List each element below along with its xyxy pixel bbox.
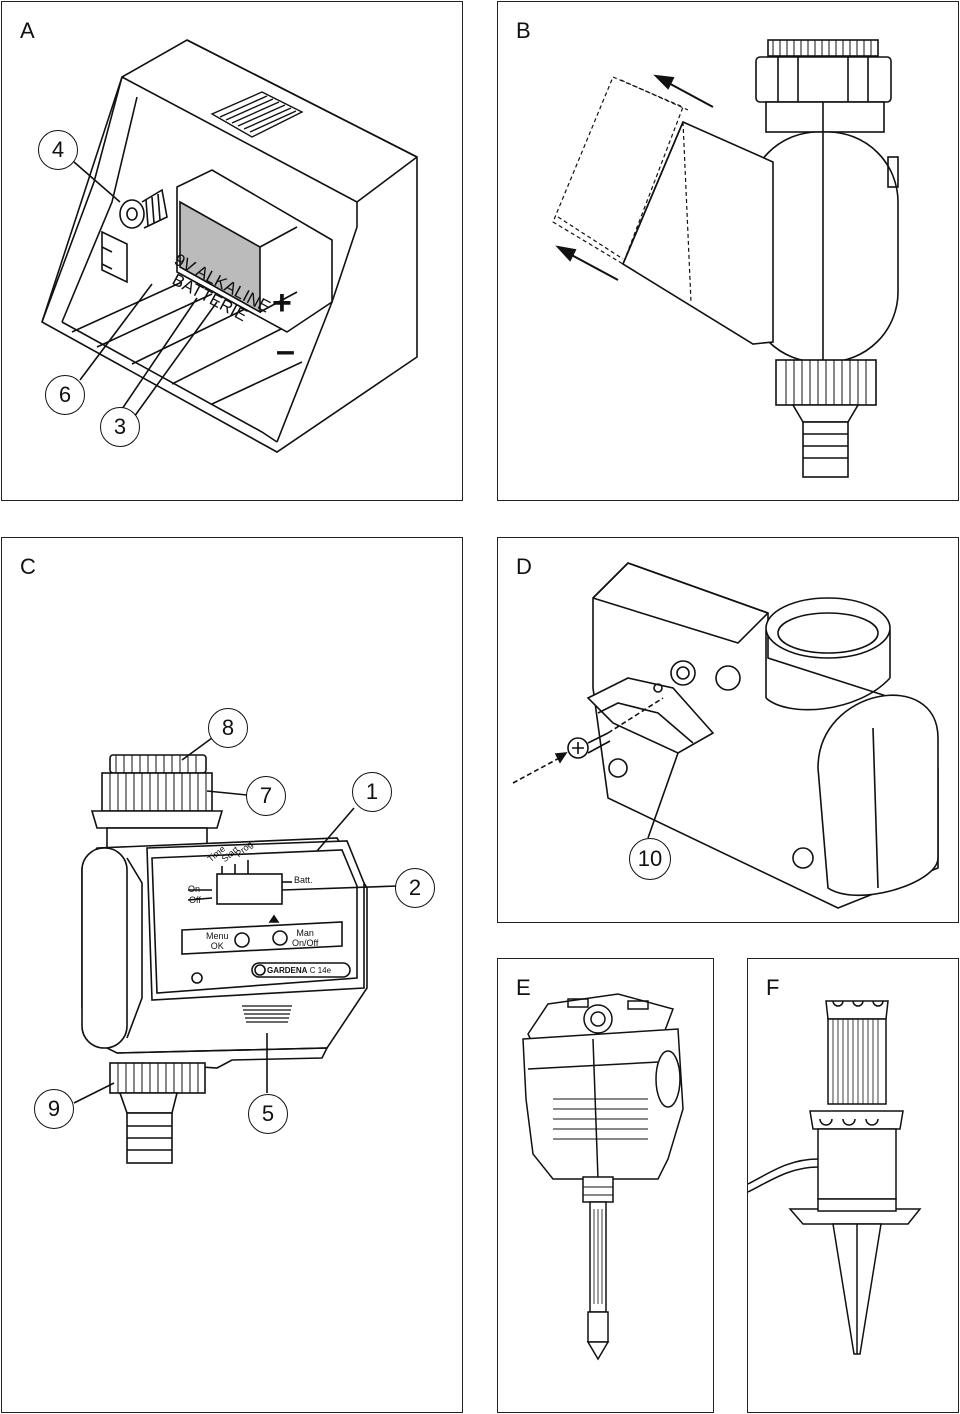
label-batt: Batt. <box>294 875 313 885</box>
panel-d-letter: D <box>516 554 532 579</box>
slide-arrow-bottom <box>555 245 619 281</box>
cover-removal-illustration <box>552 39 899 478</box>
callout-8-label: 8 <box>221 715 235 740</box>
callout-1-label: 1 <box>365 779 379 804</box>
panel-f-letter: F <box>766 975 780 1000</box>
callout-10: 10 <box>629 838 671 880</box>
callout-4-label: 4 <box>51 137 65 162</box>
soil-sensor-illustration <box>522 993 684 1361</box>
panel-c-letter: C <box>20 554 36 579</box>
terminal-knob <box>119 188 168 229</box>
water-timer-illustration <box>73 737 398 1164</box>
callout-9: 9 <box>34 1089 74 1129</box>
vent-grille <box>242 1005 292 1023</box>
menu-label-line2: OK <box>210 941 224 951</box>
brand-name: GARDENA <box>267 966 308 975</box>
callout-3: 3 <box>100 407 140 447</box>
menu-button-label: Menu OK <box>206 931 229 951</box>
callout-10-label: 10 <box>637 846 663 871</box>
panel-d: D 10 <box>497 537 959 923</box>
battery <box>176 169 333 333</box>
minus-sign: – <box>276 332 295 370</box>
menu-label-line1: Menu <box>206 931 229 941</box>
label-on: On <box>188 884 201 894</box>
callout-7-label: 7 <box>259 783 273 808</box>
rain-sensor-illustration <box>748 1000 922 1355</box>
callout-8: 8 <box>208 708 248 748</box>
panel-b: B <box>497 1 959 501</box>
callout-5-label: 5 <box>261 1101 275 1126</box>
wall-mount-illustration <box>512 562 939 909</box>
man-label-line1: Man <box>296 928 314 938</box>
panel-b-letter: B <box>516 18 531 43</box>
callout-9-label: 9 <box>47 1096 61 1121</box>
brand-badge: GARDENA C 14e <box>267 966 331 975</box>
battery-compartment-illustration <box>41 39 418 453</box>
callout-7: 7 <box>246 776 286 816</box>
panel-e: E <box>497 958 714 1413</box>
panel-e-letter: E <box>516 975 531 1000</box>
vent-grille <box>210 91 304 138</box>
callout-5: 5 <box>248 1094 288 1134</box>
slide-arrow-top <box>653 74 714 108</box>
man-label-line2: On/Off <box>292 938 319 948</box>
man-button-label: Man On/Off <box>292 928 318 948</box>
callout-3-label: 3 <box>113 414 127 439</box>
callout-1: 1 <box>352 772 392 812</box>
plus-sign: + <box>272 284 292 322</box>
callout-6: 6 <box>45 375 85 415</box>
callout-4: 4 <box>38 130 78 170</box>
panel-a-letter: A <box>20 18 35 43</box>
label-off: Off <box>189 895 201 905</box>
panel-f: F <box>747 958 959 1413</box>
callout-2-label: 2 <box>408 875 422 900</box>
callout-2: 2 <box>395 868 435 908</box>
panel-c: C <box>1 537 463 1413</box>
model-name: C 14e <box>309 966 332 975</box>
panel-a: A <box>1 1 463 501</box>
callout-6-label: 6 <box>58 382 72 407</box>
